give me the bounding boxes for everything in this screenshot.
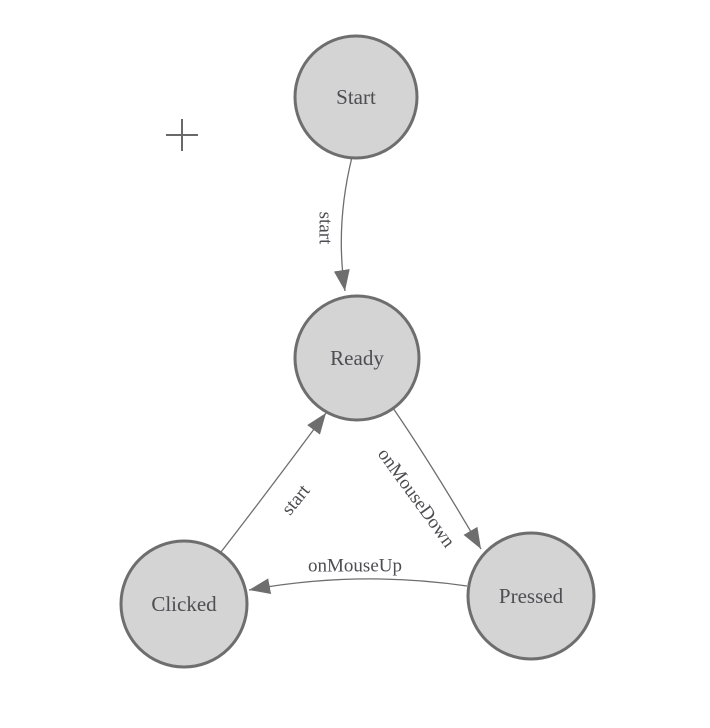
edge-clicked-to-ready: start bbox=[220, 412, 327, 553]
node-clicked-circle[interactable] bbox=[119, 539, 249, 669]
node-clicked: Clicked bbox=[119, 539, 249, 669]
edge-pressed-to-clicked: onMouseUp bbox=[248, 556, 468, 595]
node-pressed-label: Pressed bbox=[499, 584, 564, 608]
edge-start-to-ready-label: start bbox=[315, 212, 336, 245]
edge-ready-to-pressed: onMouseDown bbox=[373, 407, 482, 552]
crosshair-icon bbox=[166, 119, 198, 151]
edge-clicked-to-ready-line[interactable] bbox=[220, 412, 327, 553]
node-start-label: Start bbox=[336, 85, 376, 109]
node-pressed: Pressed bbox=[466, 531, 596, 661]
edge-pressed-to-clicked-line[interactable] bbox=[248, 578, 468, 595]
edge-clicked-to-ready-label: start bbox=[278, 480, 315, 519]
edge-ready-to-pressed-line[interactable] bbox=[392, 407, 482, 550]
edge-pressed-to-clicked-label: onMouseUp bbox=[308, 556, 402, 577]
node-ready-label: Ready bbox=[330, 346, 384, 370]
node-clicked-label: Clicked bbox=[151, 592, 217, 616]
node-ready-circle[interactable] bbox=[293, 294, 421, 422]
node-start: Start bbox=[293, 34, 419, 160]
node-pressed-circle[interactable] bbox=[466, 531, 596, 661]
edge-ready-to-pressed-label: onMouseDown bbox=[373, 444, 459, 552]
edge-start-to-ready: start bbox=[315, 156, 353, 292]
edge-start-to-ready-line[interactable] bbox=[333, 156, 353, 292]
node-start-circle[interactable] bbox=[293, 34, 419, 160]
node-ready: Ready bbox=[293, 294, 421, 422]
